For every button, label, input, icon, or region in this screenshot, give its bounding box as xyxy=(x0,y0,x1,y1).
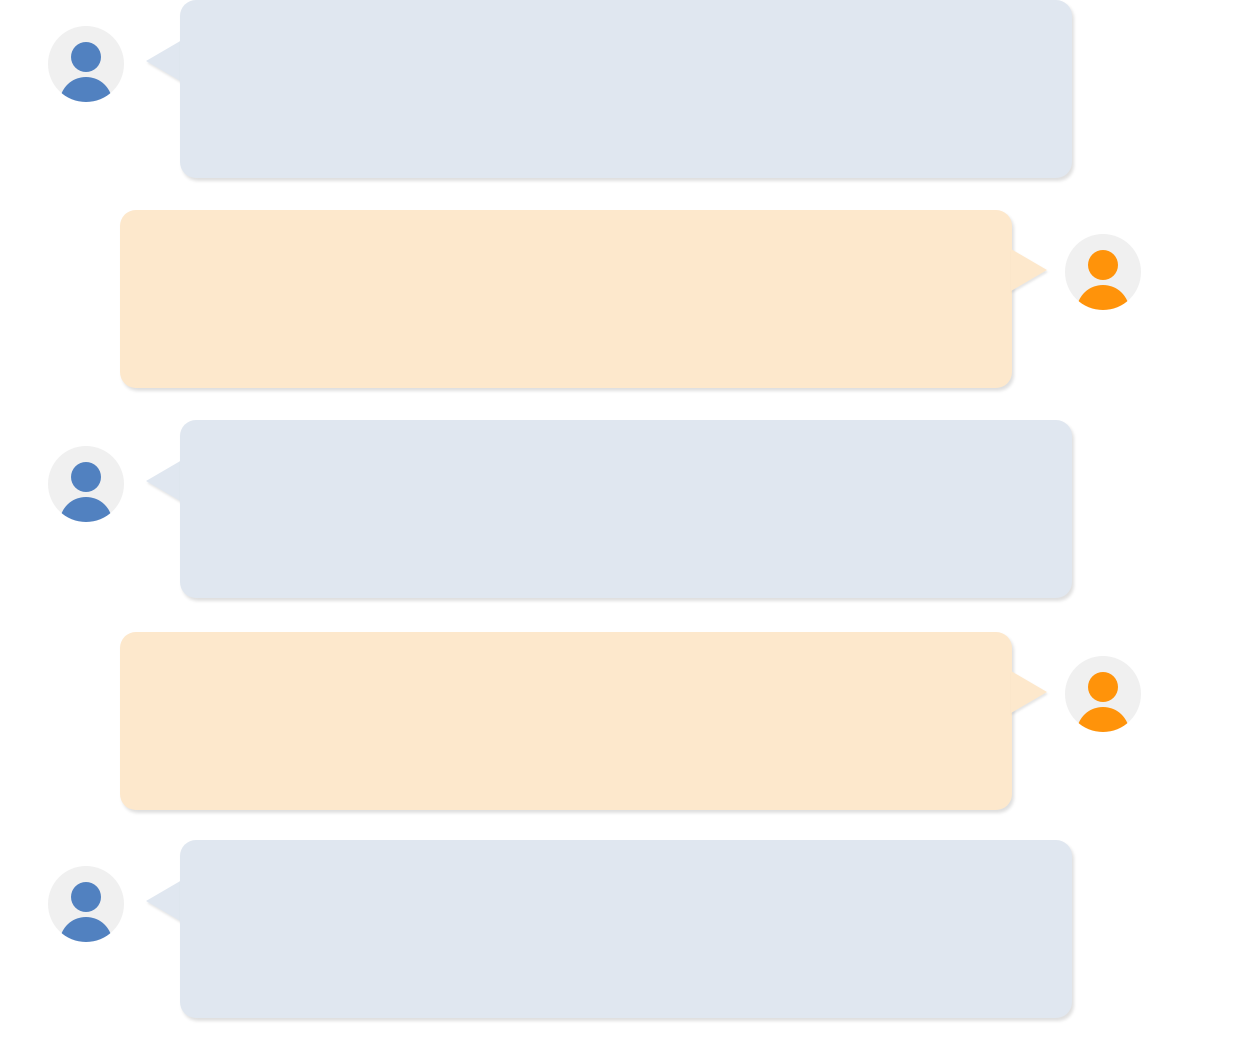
message-bubble xyxy=(180,420,1072,598)
user-avatar-icon xyxy=(48,26,124,102)
user-avatar-icon xyxy=(1065,656,1141,732)
bubble-tail xyxy=(146,880,182,922)
message-row-outgoing xyxy=(0,210,1250,390)
bubble-tail xyxy=(146,40,182,82)
message-row-outgoing xyxy=(0,632,1250,812)
message-bubble xyxy=(180,0,1072,178)
message-row-incoming xyxy=(0,420,1250,600)
user-avatar-icon xyxy=(48,446,124,522)
bubble-tail xyxy=(1011,249,1047,291)
message-row-incoming xyxy=(0,0,1250,180)
bubble-tail xyxy=(146,460,182,502)
bubble-tail xyxy=(1011,671,1047,713)
message-row-incoming xyxy=(0,840,1250,1020)
user-avatar-icon xyxy=(48,866,124,942)
message-bubble xyxy=(120,632,1012,810)
user-avatar-icon xyxy=(1065,234,1141,310)
message-bubble xyxy=(180,840,1072,1018)
message-bubble xyxy=(120,210,1012,388)
